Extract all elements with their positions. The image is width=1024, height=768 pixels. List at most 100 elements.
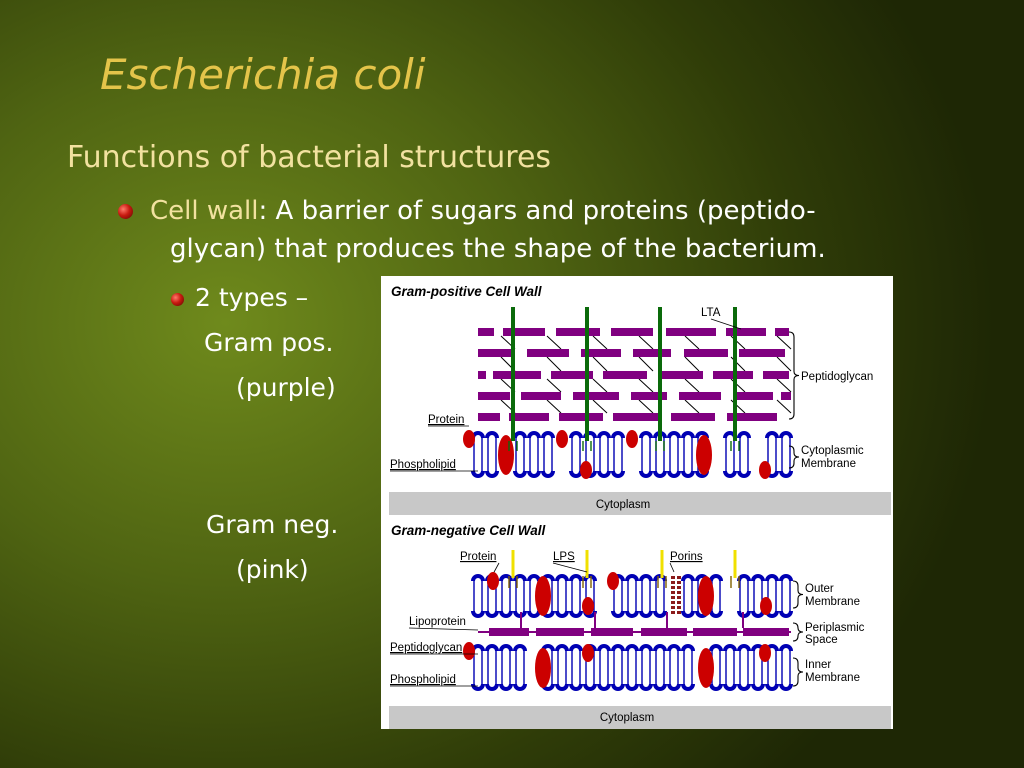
phospholipid-tail (557, 580, 567, 612)
phospholipid-tail (725, 437, 735, 472)
phospholipid-head (485, 683, 499, 691)
phospholipid-head (639, 470, 653, 478)
protein (463, 642, 475, 660)
peptidoglycan-segment (613, 413, 659, 421)
peptidoglycan-segment (478, 371, 486, 379)
phospholipid-tail (571, 650, 581, 685)
phospholipid-tail (599, 650, 609, 685)
phospholipid-head (569, 574, 583, 582)
brace (792, 580, 804, 609)
phospholipid-head (779, 470, 793, 478)
phospholipid-head (513, 644, 527, 652)
phospholipid-head (471, 610, 485, 618)
crosslink (684, 378, 700, 393)
phospholipid-head (639, 610, 653, 618)
peptidoglycan-segment (726, 328, 766, 336)
crosslink (776, 378, 792, 393)
lta-anchor (655, 441, 665, 451)
phospholipid-head (681, 683, 695, 691)
phospholipid-head (681, 574, 695, 582)
protein (626, 430, 638, 448)
peptidoglycan-segment (684, 349, 728, 357)
phospholipid-head (513, 574, 527, 582)
phospholipid-tail (515, 580, 525, 612)
phospholipid-head (737, 470, 751, 478)
crosslink (776, 399, 792, 414)
brace (788, 331, 800, 420)
protein (607, 572, 619, 590)
phospholipid-head (499, 610, 513, 618)
phospholipid-tail (571, 437, 581, 472)
phospholipid-tail (655, 580, 665, 612)
phospholipid-head (737, 431, 751, 439)
phospholipid-head (611, 610, 625, 618)
crosslink (776, 356, 792, 372)
crosslink (638, 335, 654, 350)
phospholipid-head (709, 574, 723, 582)
phospholipid-head (555, 644, 569, 652)
inner-membrane-label-1: Inner (805, 659, 831, 671)
lta-anchor (508, 441, 518, 451)
phospholipid-head (709, 683, 723, 691)
protein (535, 648, 551, 688)
crosslink (638, 399, 654, 414)
phospholipid-tail (515, 437, 525, 472)
phospholipid-tail (529, 437, 539, 472)
phospholipid-tail (641, 580, 651, 612)
neg-phospholipid-label: Phospholipid (390, 674, 456, 686)
phospholipid-head (611, 470, 625, 478)
phospholipid-head (681, 610, 695, 618)
crosslink (684, 335, 700, 350)
phospholipid-tail (627, 650, 637, 685)
phospholipid-head (555, 574, 569, 582)
gram-pos-label: Gram pos. (204, 328, 334, 357)
phospholipid-head (527, 431, 541, 439)
peptidoglycan-segment (493, 371, 541, 379)
crosslink (638, 356, 654, 372)
phospholipid-tail (725, 650, 735, 685)
phospholipid-head (625, 683, 639, 691)
cytoplasmic-membrane-label-1: Cytoplasmic (801, 445, 864, 457)
lta-label: LTA (701, 307, 721, 319)
phospholipid-head (653, 610, 667, 618)
neg-peptidoglycan-label: Peptidoglycan (390, 642, 462, 654)
phospholipid-tail (627, 580, 637, 612)
phospholipid-tail (613, 437, 623, 472)
lta-anchor (582, 441, 592, 451)
phospholipid-head (569, 644, 583, 652)
lps-pointer (552, 562, 588, 573)
periplasmic-space-label-1: Periplasmic (805, 622, 865, 634)
phospholipid-head (653, 683, 667, 691)
phospholipid-head (765, 431, 779, 439)
phospholipid-head (583, 574, 597, 582)
peptidoglycan-segment (573, 392, 619, 400)
phospholipid-head (779, 644, 793, 652)
phospholipid-tail (739, 580, 749, 612)
protein (696, 435, 712, 475)
protein (580, 461, 592, 479)
phospholipid-head (667, 644, 681, 652)
cell-wall-definition: : A barrier of sugars and proteins (pept… (258, 196, 816, 226)
peptidoglycan-segment (527, 349, 569, 357)
phospholipid-head (485, 644, 499, 652)
phospholipid-head (541, 470, 555, 478)
brace (788, 445, 800, 469)
protein (698, 648, 714, 688)
phospholipid-tail (669, 650, 679, 685)
slide-heading: Functions of bacterial structures (67, 140, 552, 175)
peptidoglycan-segment (775, 328, 789, 336)
cytoplasmic-membrane-label-2: Membrane (801, 458, 856, 470)
phospholipid-head (653, 470, 667, 478)
phospholipid-head (681, 470, 695, 478)
peptidoglycan-segment (631, 392, 667, 400)
phospholipid-head (681, 644, 695, 652)
porin-dot (671, 576, 675, 579)
crosslink (546, 399, 562, 414)
phospholipid-head (667, 470, 681, 478)
phospholipid-head (779, 574, 793, 582)
porins-label: Porins (670, 551, 703, 563)
phospholipid-head (737, 683, 751, 691)
peptidoglycan-segment (671, 413, 715, 421)
peptidoglycan-segment (509, 413, 549, 421)
phospholipid-tail (613, 650, 623, 685)
